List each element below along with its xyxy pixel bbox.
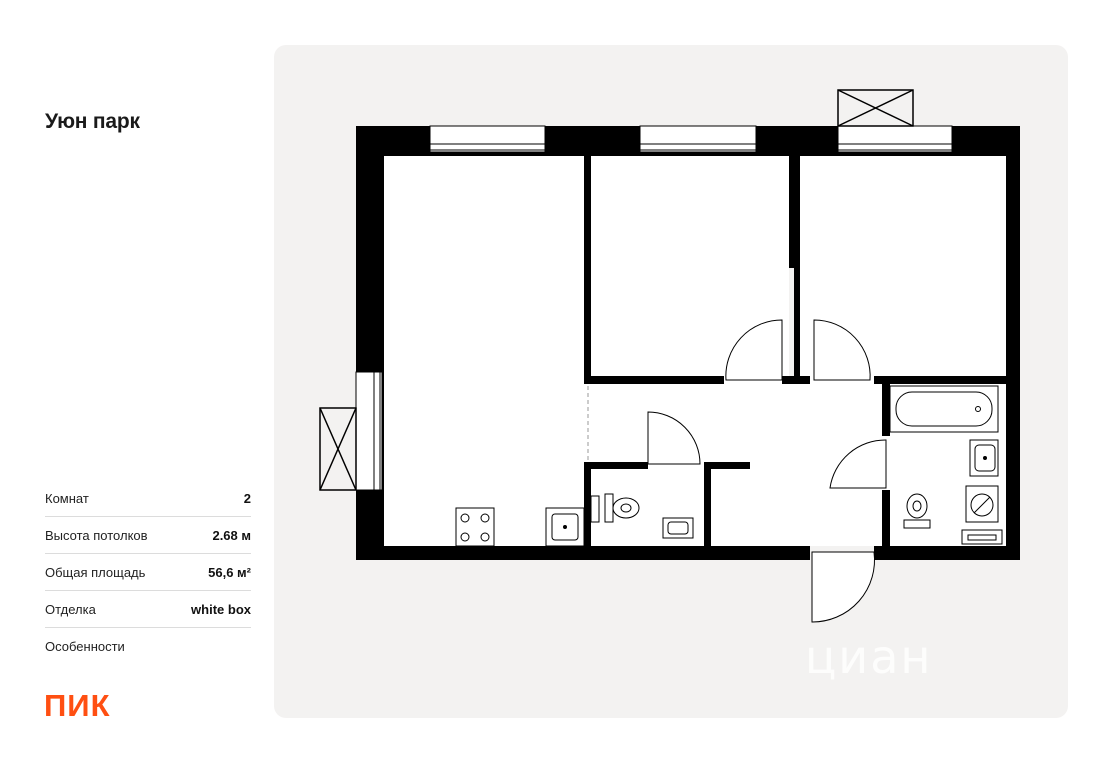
spec-features: Особенности: [45, 628, 251, 664]
kitchen-sink-icon: [545, 507, 585, 547]
radiator-icon: [961, 529, 1003, 545]
spec-value: 2.68 м: [212, 527, 251, 543]
washing-machine-icon: [965, 485, 999, 523]
spec-ceiling-height: Высота потолков 2.68 м: [45, 517, 251, 554]
stove-icon: [455, 507, 495, 547]
wc-sink-icon: [662, 517, 694, 539]
doors: [647, 319, 887, 623]
apartment-specs: Комнат 2 Высота потолков 2.68 м Общая пл…: [45, 480, 251, 664]
spec-value: white box: [191, 601, 251, 617]
spec-total-area: Общая площадь 56,6 м²: [45, 554, 251, 591]
bathtub-icon: [889, 385, 999, 433]
wc-shelf: [590, 495, 600, 523]
spec-value: 2: [243, 490, 251, 506]
spec-label: Высота потолков: [45, 527, 148, 543]
interior-walls: [584, 156, 1006, 546]
spec-label: Особенности: [45, 638, 125, 654]
spec-finish: Отделка white box: [45, 591, 251, 628]
spec-rooms: Комнат 2: [45, 480, 251, 517]
spec-value: 56,6 м²: [208, 564, 251, 580]
balconies: [319, 89, 914, 491]
pik-logo: ПИК: [44, 688, 111, 723]
toilet-icon: [604, 493, 640, 523]
bathroom-sink-icon: [969, 439, 999, 477]
project-title: Уюн парк: [45, 110, 140, 133]
floor-areas: [384, 156, 1006, 546]
windows: [355, 125, 956, 494]
spec-label: Комнат: [45, 490, 89, 506]
cian-watermark: циан: [805, 630, 933, 684]
spec-label: Отделка: [45, 601, 96, 617]
bathroom-toilet-icon: [903, 493, 931, 529]
spec-label: Общая площадь: [45, 564, 146, 580]
